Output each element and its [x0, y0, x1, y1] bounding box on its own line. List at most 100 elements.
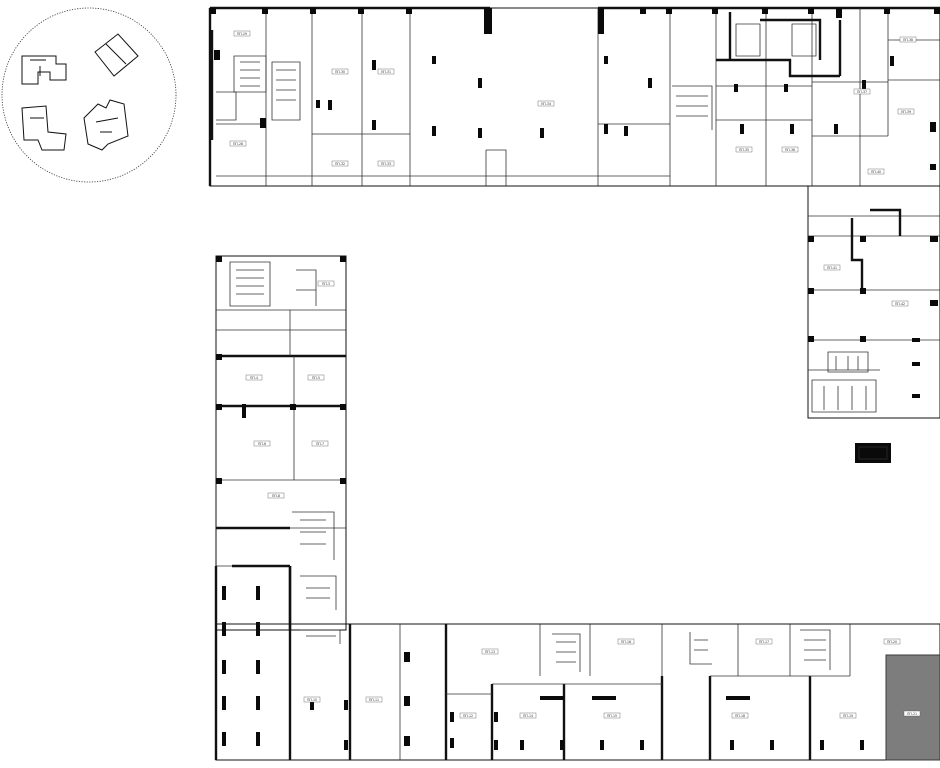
unit-tag — [307, 374, 325, 381]
key-plan — [1, 7, 177, 183]
unit-number: ПП-34 — [541, 102, 551, 106]
unit-label-south-1[interactable]: ПП-10 — [303, 696, 321, 703]
unit-label-east-1[interactable]: ПП-39 — [897, 108, 915, 115]
unit-number: ПП-21 — [907, 712, 917, 716]
unit-number: ПП-35 — [739, 148, 749, 152]
unit-tag — [781, 146, 799, 153]
north-wing-columns — [210, 8, 940, 170]
unit-label-south-7[interactable]: ПП-16 — [617, 638, 635, 645]
unit-tag — [853, 88, 871, 95]
unit-tag — [233, 30, 251, 37]
unit-tag — [731, 712, 749, 719]
unit-tag — [377, 68, 395, 75]
unit-number: ПП-18 — [735, 714, 745, 718]
unit-tag — [903, 710, 921, 717]
unit-label-north-1[interactable]: ПП-29 — [233, 30, 251, 37]
south-wing — [214, 566, 940, 761]
unit-label-south-12[interactable]: ПП-21 — [903, 710, 921, 717]
unit-tag — [735, 146, 753, 153]
unit-number: ПП-40 — [871, 170, 881, 174]
unit-number: ПП-16 — [621, 640, 631, 644]
unit-label-north-10[interactable]: ПП-37 — [853, 88, 871, 95]
unit-number: ПП-41 — [827, 266, 837, 270]
unit-number: ПП-6 — [258, 442, 266, 446]
unit-label-south-9[interactable]: ПП-18 — [731, 712, 749, 719]
unit-tag — [883, 638, 901, 645]
unit-tag — [603, 712, 621, 719]
unit-tag — [891, 300, 909, 307]
unit-number: ПП-37 — [857, 90, 867, 94]
unit-label-east-4[interactable]: ПП-42 — [891, 300, 909, 307]
unit-label-west-5[interactable]: ПП-7 — [311, 440, 329, 447]
unit-number: ПП-5 — [312, 376, 320, 380]
unit-tag — [755, 638, 773, 645]
unit-number: ПП-19 — [843, 714, 853, 718]
unit-label-south-2[interactable]: ПП-11 — [365, 696, 383, 703]
unit-label-north-6[interactable]: ПП-33 — [377, 160, 395, 167]
unit-number: ПП-3 — [322, 282, 330, 286]
unit-tag — [365, 696, 383, 703]
unit-label-south-10[interactable]: ПП-19 — [839, 712, 857, 719]
east-wing — [807, 185, 940, 419]
key-plan-building-sw — [21, 105, 67, 151]
unit-tag — [245, 374, 263, 381]
unit-number: ПП-8 — [272, 494, 280, 498]
unit-label-north-11[interactable]: ПП-38 — [899, 36, 917, 43]
unit-number: ПП-12 — [463, 714, 473, 718]
elevator-block — [855, 443, 891, 463]
unit-tag — [897, 108, 915, 115]
unit-number: ПП-10 — [307, 698, 317, 702]
unit-label-south-11[interactable]: ПП-20 — [883, 638, 901, 645]
unit-number: ПП-4 — [250, 376, 258, 380]
selected-unit-highlight[interactable] — [885, 654, 940, 761]
unit-number: ПП-14 — [523, 714, 533, 718]
unit-label-south-4[interactable]: ПП-13 — [481, 648, 499, 655]
unit-number: ПП-42 — [895, 302, 905, 306]
unit-label-north-2[interactable]: ПП-28 — [229, 140, 247, 147]
unit-label-west-1[interactable]: ПП-3 — [317, 280, 335, 287]
unit-label-west-3[interactable]: ПП-5 — [307, 374, 325, 381]
unit-label-west-4[interactable]: ПП-6 — [253, 440, 271, 447]
unit-tag — [331, 160, 349, 167]
unit-number: ПП-39 — [901, 110, 911, 114]
unit-label-east-2[interactable]: ПП-40 — [867, 168, 885, 175]
unit-tag — [303, 696, 321, 703]
key-plan-building-se — [83, 99, 129, 151]
unit-number: ПП-7 — [316, 442, 324, 446]
unit-tag — [823, 264, 841, 271]
unit-tag — [519, 712, 537, 719]
unit-tag — [317, 280, 335, 287]
unit-number: ПП-30 — [335, 70, 345, 74]
west-wing — [215, 255, 347, 746]
unit-label-south-8[interactable]: ПП-17 — [755, 638, 773, 645]
unit-number: ПП-11 — [369, 698, 379, 702]
unit-tag — [229, 140, 247, 147]
unit-label-east-3[interactable]: ПП-41 — [823, 264, 841, 271]
key-plan-building-nw — [21, 55, 67, 85]
unit-number: ПП-29 — [237, 32, 247, 36]
unit-label-north-7[interactable]: ПП-34 — [537, 100, 555, 107]
unit-tag — [867, 168, 885, 175]
unit-number: ПП-32 — [335, 162, 345, 166]
unit-tag — [537, 100, 555, 107]
unit-label-north-9[interactable]: ПП-36 — [781, 146, 799, 153]
unit-label-north-3[interactable]: ПП-30 — [331, 68, 349, 75]
unit-number: ПП-13 — [485, 650, 495, 654]
unit-label-south-6[interactable]: ПП-15 — [603, 712, 621, 719]
unit-tag — [839, 712, 857, 719]
unit-label-west-2[interactable]: ПП-4 — [245, 374, 263, 381]
unit-number: ПП-15 — [607, 714, 617, 718]
unit-label-north-4[interactable]: ПП-31 — [377, 68, 395, 75]
unit-label-south-5[interactable]: ПП-14 — [519, 712, 537, 719]
unit-label-north-8[interactable]: ПП-35 — [735, 146, 753, 153]
unit-tag — [899, 36, 917, 43]
unit-label-west-6[interactable]: ПП-8 — [267, 492, 285, 499]
unit-number: ПП-20 — [887, 640, 897, 644]
unit-label-south-3[interactable]: ПП-12 — [459, 712, 477, 719]
unit-tag — [459, 712, 477, 719]
key-plan-circle — [1, 7, 177, 183]
unit-label-north-5[interactable]: ПП-32 — [331, 160, 349, 167]
unit-tag — [267, 492, 285, 499]
